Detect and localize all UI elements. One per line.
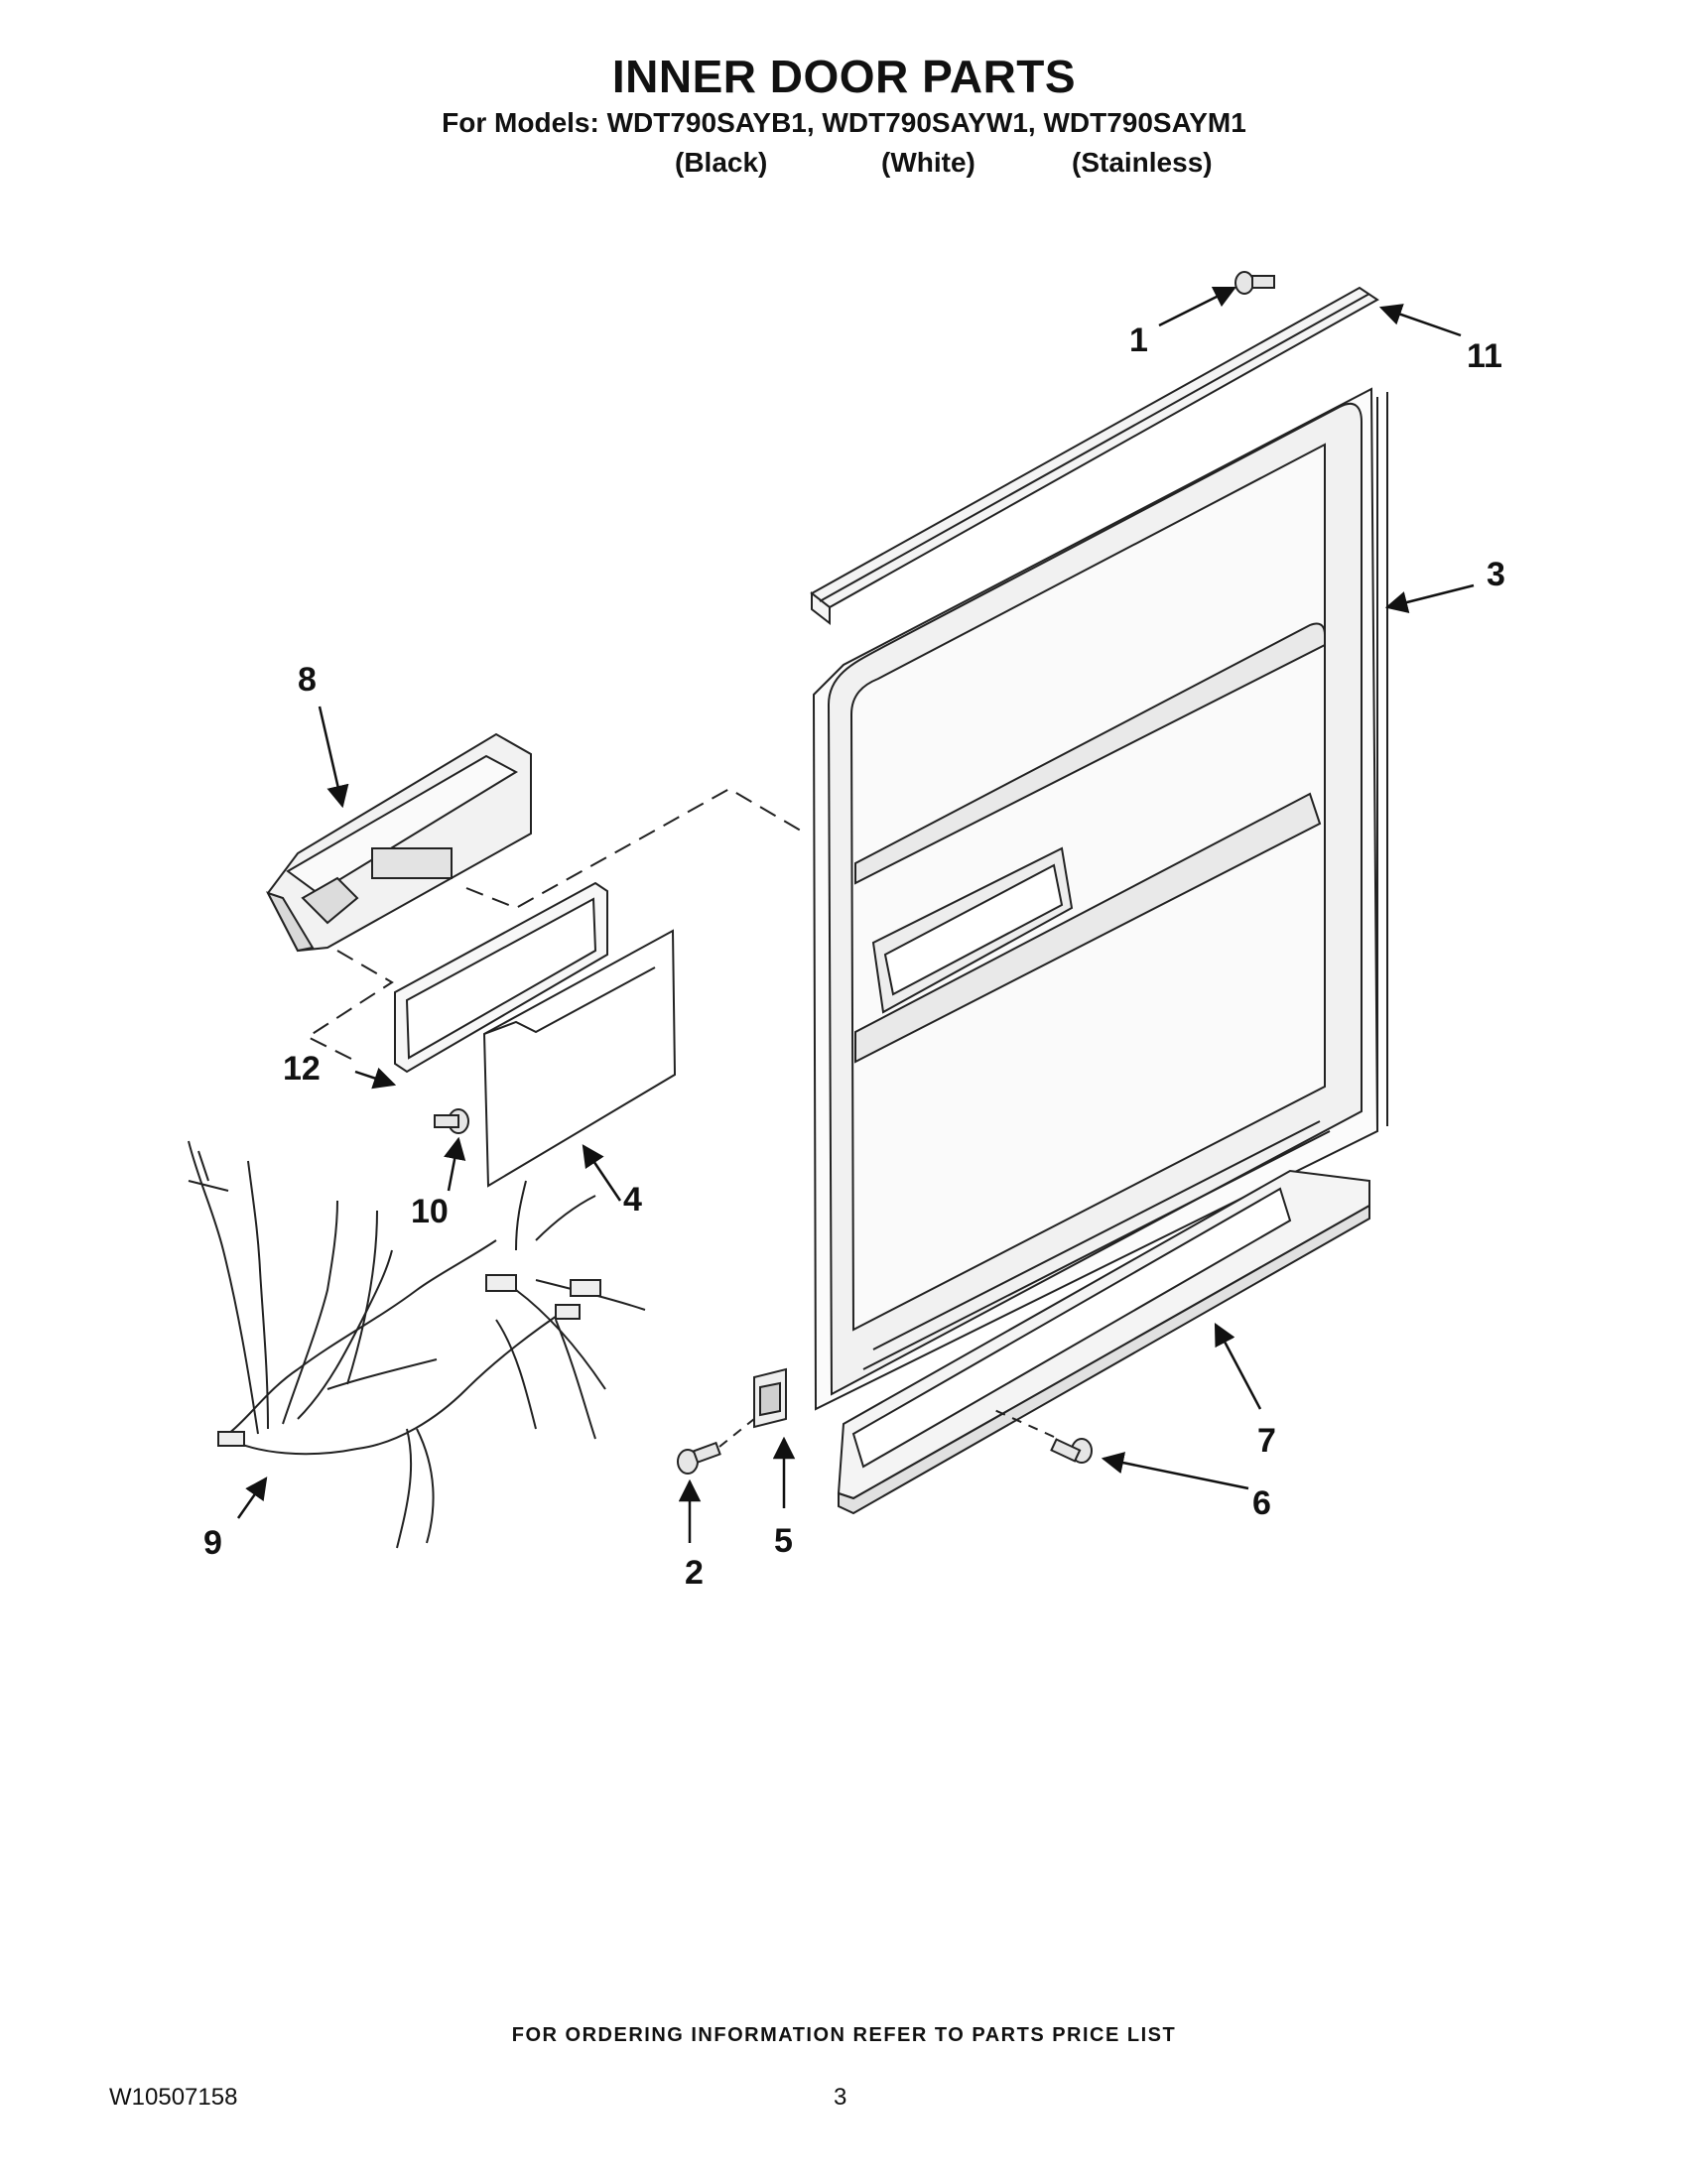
callout-12: 12 (283, 1050, 321, 1088)
callout-11: 11 (1467, 337, 1502, 375)
screw-part-2 (677, 1441, 721, 1475)
variant-black: (Black) (675, 147, 768, 178)
variant-stainless: (Stainless) (1072, 147, 1213, 178)
ordering-note: FOR ORDERING INFORMATION REFER TO PARTS … (511, 2024, 1177, 2046)
callout-6: 6 (1252, 1484, 1271, 1522)
callout-8: 8 (298, 661, 317, 699)
callout-5: 5 (774, 1522, 793, 1560)
leader-arrows (236, 286, 1475, 1543)
wiring-harness (188, 1140, 646, 1549)
page-title: INNER DOOR PARTS (611, 51, 1077, 102)
document-number: W10507158 (109, 2084, 238, 2111)
callout-2: 2 (685, 1554, 704, 1592)
inner-door-frame (812, 387, 1388, 1411)
callout-3: 3 (1487, 556, 1505, 593)
bottom-trim-part-7 (837, 1169, 1370, 1515)
screw-part-1 (1234, 271, 1275, 295)
page-number: 3 (834, 2084, 847, 2111)
callout-1: 1 (1129, 321, 1148, 359)
assembly-guide-line (465, 787, 807, 910)
screw-part-6 (1050, 1438, 1093, 1464)
screw-2-guide-line (718, 1418, 755, 1448)
control-housing (265, 732, 532, 953)
callout-9: 9 (203, 1524, 222, 1562)
control-board-part-4 (482, 929, 677, 1188)
callout-4: 4 (623, 1181, 642, 1219)
models-line: For Models: WDT790SAYB1, WDT790SAYW1, WD… (442, 107, 1246, 138)
callout-7: 7 (1257, 1422, 1276, 1460)
variant-white: (White) (881, 147, 975, 178)
top-trim-strip (810, 286, 1379, 626)
callout-10: 10 (411, 1193, 449, 1230)
bracket-part-5 (753, 1367, 787, 1429)
assembly-guide-line-lower (305, 950, 394, 1063)
gasket-part-12 (394, 881, 608, 1074)
screw-6-guide-line (991, 1408, 1055, 1438)
screw-part-10 (434, 1108, 469, 1134)
